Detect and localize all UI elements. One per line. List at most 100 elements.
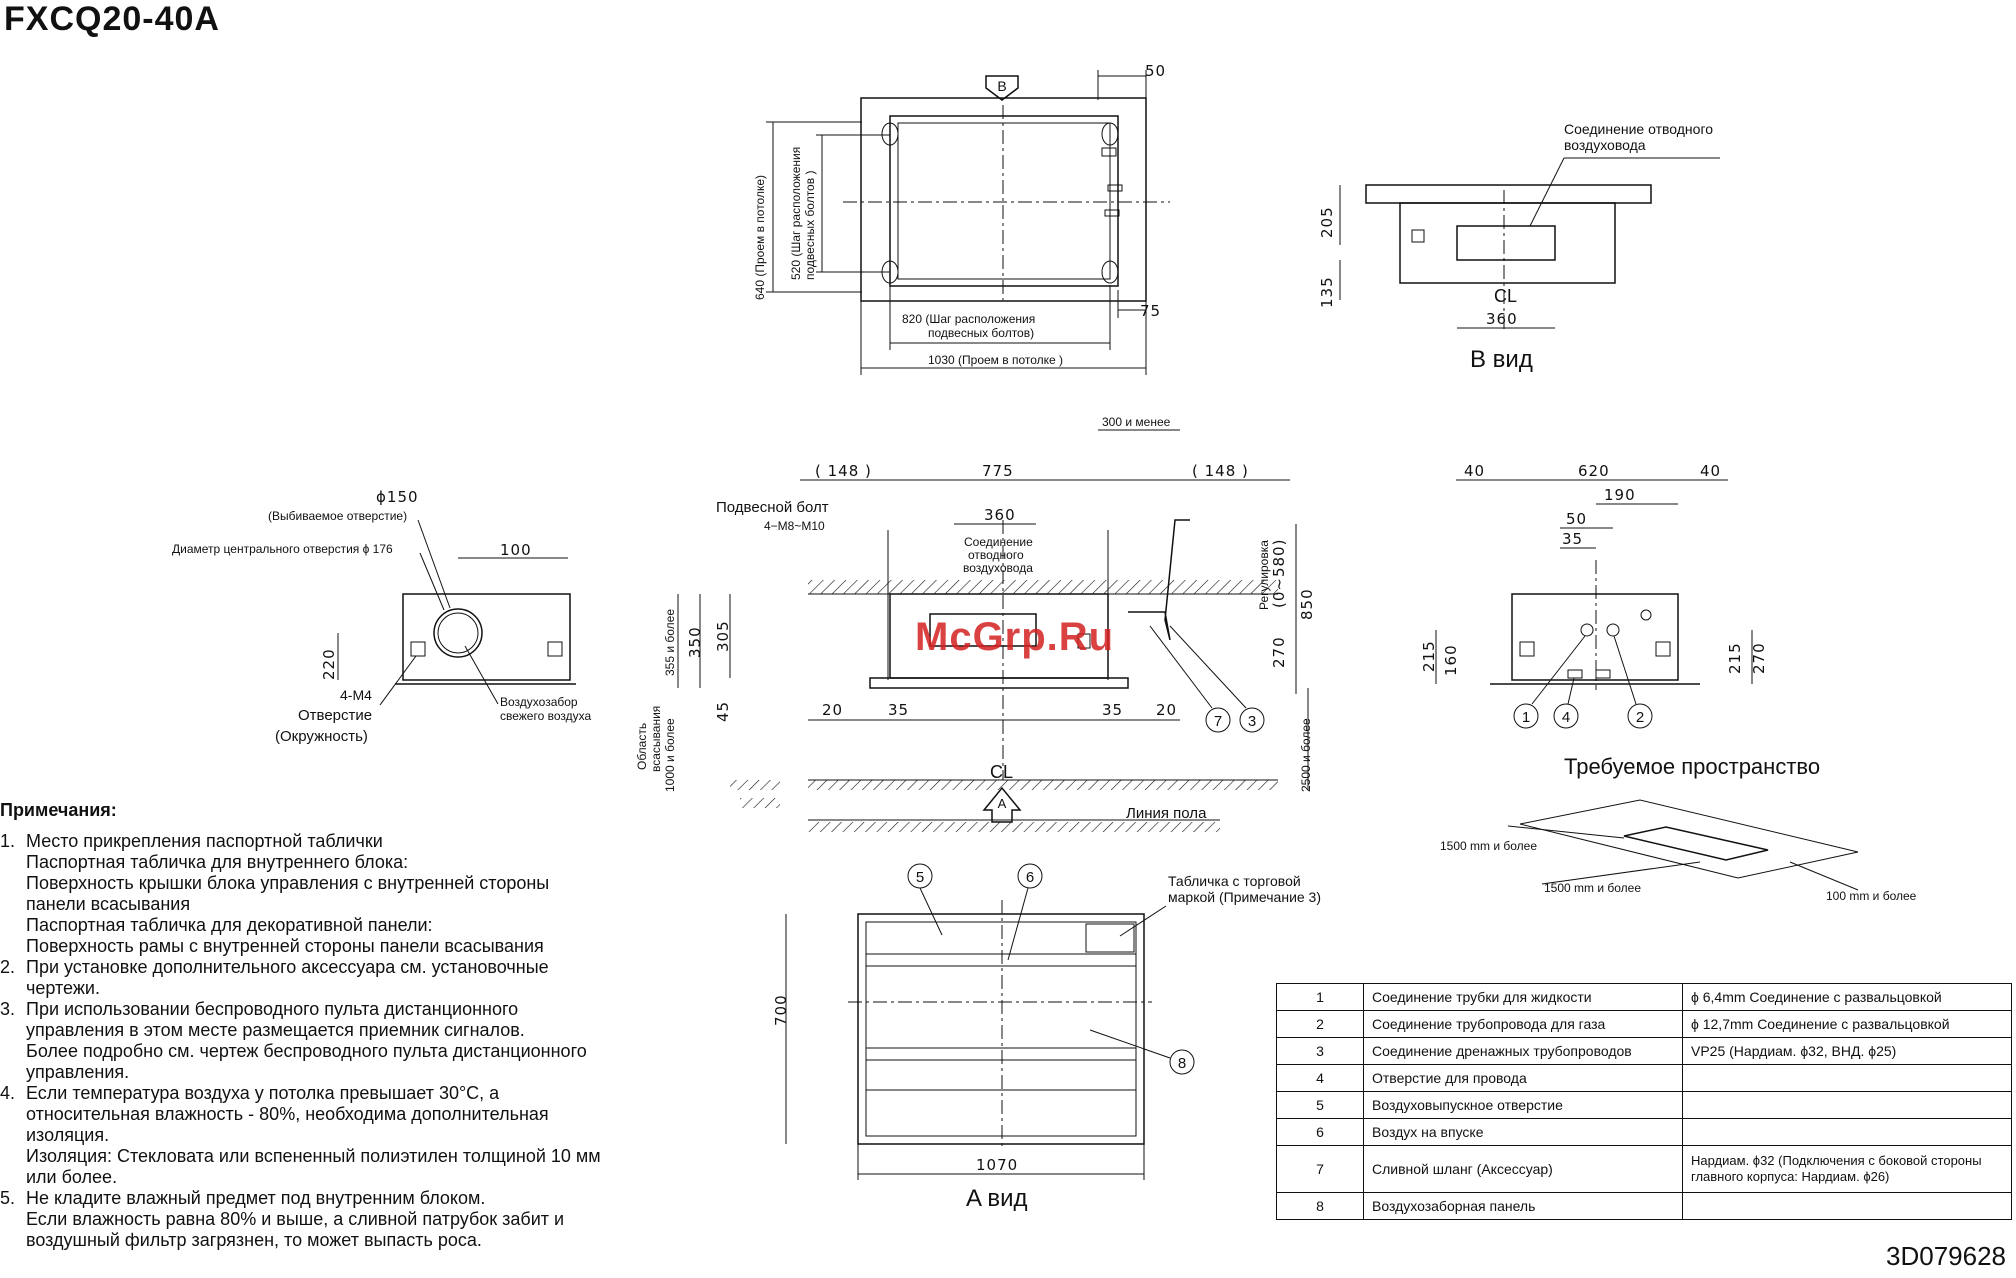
dim-35-left: 35	[888, 701, 909, 719]
bolt-spec-label: 4−M8~M10	[764, 519, 825, 533]
r-dim-620: 620	[1578, 462, 1610, 480]
dim-305: 305	[714, 620, 732, 652]
r-dim-160: 160	[1442, 644, 1460, 676]
dim-520-b: подвесных болтов )	[803, 171, 817, 280]
note-item: 1. Место прикрепления паспортной табличк…	[0, 831, 550, 956]
view-a-marker	[982, 786, 1022, 823]
dim-640: 640 (Проем в потолке)	[753, 175, 767, 300]
dim-100: 100	[500, 541, 532, 559]
b-view-caption: B вид	[1470, 346, 1533, 373]
dim-148-right: ( 148 )	[1192, 462, 1249, 480]
svg-text:4: 4	[1562, 709, 1570, 726]
dim-20-left: 20	[822, 701, 843, 719]
a-view: 5 6 8 Табличка с торговой маркой (Примеч…	[772, 863, 1321, 1212]
duct-label-a: Соединение	[964, 535, 1033, 549]
note-item: 4. Если температура воздуха у потолка пр…	[0, 1083, 601, 1187]
required-space: Требуемое пространство 1500 mm и более 1…	[1440, 754, 1917, 903]
callout-4	[1553, 703, 1579, 729]
callout-7	[1205, 707, 1231, 733]
front-cl: CL	[990, 762, 1013, 782]
svg-text:6: 6	[1026, 869, 1034, 886]
circle-label: (Окружность)	[275, 728, 368, 745]
dim-220: 220	[320, 648, 338, 680]
space-1500-b: 1500 mm и более	[1544, 881, 1641, 895]
dim-850: 850	[1298, 588, 1316, 620]
r-dim-40-left: 40	[1464, 462, 1485, 480]
a-dim-1070: 1070	[976, 1156, 1018, 1174]
dim-355: 355 и более	[663, 609, 677, 676]
dim-350: 350	[686, 626, 704, 658]
b-view: Соединение отводного воздуховода 205 135…	[1318, 121, 1720, 373]
max-300-label: 300 и менее	[1102, 415, 1171, 429]
dim-1030: 1030 (Проем в потолке )	[928, 353, 1063, 367]
a-view-caption: A вид	[966, 1185, 1028, 1212]
suction-b: всасывания	[649, 706, 663, 772]
top-view: B 50 640 (Проем в потолке) 520 (Шаг расп…	[753, 62, 1170, 375]
required-space-caption: Требуемое пространство	[1564, 754, 1820, 779]
space-100: 100 mm и более	[1826, 889, 1917, 903]
marker-b-label: B	[997, 78, 1006, 94]
dim-75: 75	[1140, 302, 1161, 320]
dim-20-right: 20	[1156, 701, 1177, 719]
space-1500-a: 1500 mm и более	[1440, 839, 1537, 853]
svg-text:2: 2	[1636, 709, 1644, 726]
regulation-a: Регулировка	[1257, 540, 1271, 610]
phi150-label: ϕ150	[376, 488, 419, 506]
duct-label-b: отводного	[968, 548, 1024, 562]
view-b-marker	[985, 75, 1019, 101]
dim-360: 360	[984, 506, 1016, 524]
r-dim-35: 35	[1562, 530, 1583, 548]
r-dim-40-right: 40	[1700, 462, 1721, 480]
hanging-bolt-label: Подвесной болт	[716, 499, 829, 516]
front-view: 300 и менее ( 148 ) 775 ( 148 ) Подвесно…	[635, 415, 1316, 832]
r-dim-50: 50	[1566, 510, 1587, 528]
dim-148-left: ( 148 )	[815, 462, 872, 480]
b-dim-135: 135	[1318, 276, 1336, 308]
svg-text:1: 1	[1522, 709, 1530, 726]
notes-section: Примечания: 1. Место прикрепления паспор…	[0, 800, 680, 1251]
center-dia-label: Диаметр центрального отверстия ϕ 176	[172, 542, 393, 556]
duct-label-c: воздуховода	[963, 561, 1033, 575]
svg-text:8: 8	[1178, 1055, 1186, 1072]
dim-45: 45	[714, 701, 732, 722]
floor-line-label: Линия пола	[1126, 805, 1207, 822]
callout-1	[1513, 703, 1539, 729]
marker-a-label: A	[998, 796, 1007, 811]
callout-2	[1627, 703, 1653, 729]
dim-50: 50	[1145, 62, 1166, 80]
note-item: 2. При установке дополнительного аксессу…	[0, 957, 549, 998]
side-small-view: ϕ150 (Выбиваемое отверстие) Диаметр цент…	[172, 488, 591, 745]
dim-820-a: 820 (Шаг расположения	[902, 312, 1035, 326]
fresh-air-a: Воздухозабор	[500, 695, 578, 709]
callout-8	[1169, 1049, 1195, 1075]
r-dim-190: 190	[1604, 486, 1636, 504]
b-dim-360: 360	[1486, 310, 1518, 328]
fresh-air-b: свежего воздуха	[500, 709, 591, 723]
svg-text:7: 7	[1214, 713, 1222, 730]
r-dim-270: 270	[1750, 642, 1768, 674]
m4-label: 4-M4	[340, 687, 372, 703]
callout-6	[1017, 863, 1043, 889]
svg-text:5: 5	[916, 869, 924, 886]
svg-text:3: 3	[1248, 713, 1256, 730]
r-dim-215-left: 215	[1420, 640, 1438, 672]
suction-c: 1000 и более	[663, 718, 677, 792]
dim-775: 775	[982, 462, 1014, 480]
knockout-label: (Выбиваемое отверстие)	[268, 509, 407, 523]
page-title: FXCQ20-40A	[4, 0, 220, 38]
b-dim-205: 205	[1318, 206, 1336, 238]
trade-plate-a: Табличка с торговой	[1168, 873, 1301, 889]
dim-2500: 2500 и более	[1299, 718, 1313, 792]
hole-label: Отверстие	[298, 707, 372, 724]
b-cl: CL	[1494, 286, 1517, 306]
note-item: 5. Не кладите влажный предмет под внутре…	[0, 1188, 565, 1250]
